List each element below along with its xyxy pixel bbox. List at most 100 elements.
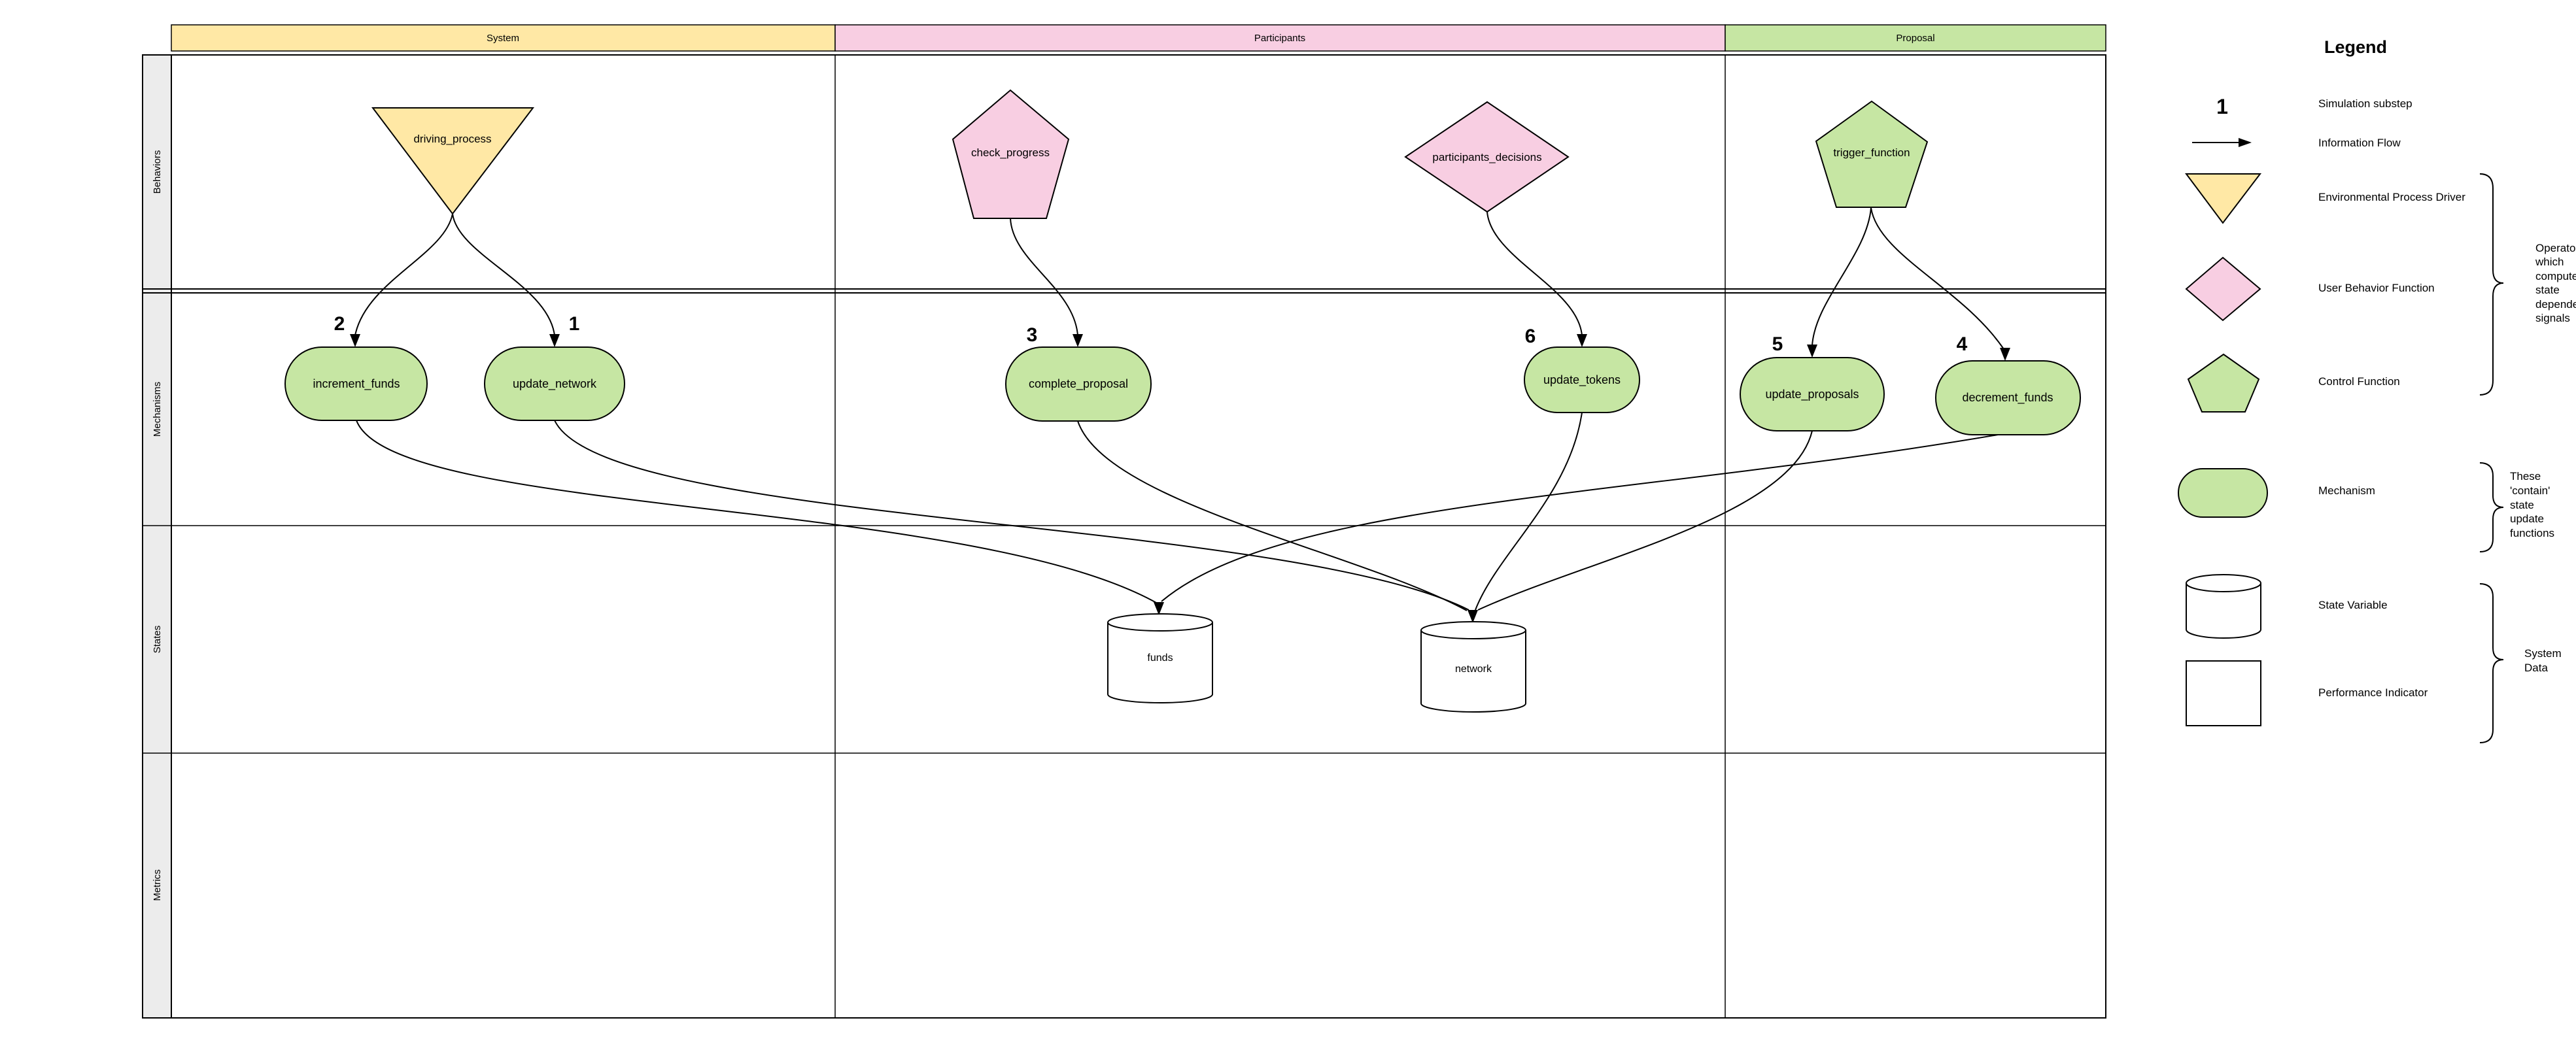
legend-label-performance-indicator: Performance Indicator — [2318, 686, 2428, 699]
substep-update-proposals: 5 — [1772, 333, 1783, 355]
node-update-proposals-label: update_proposals — [1765, 388, 1859, 401]
annotation-line: Data — [2524, 662, 2548, 674]
information-flows — [350, 207, 2010, 623]
flow-driving-process-to-update-network — [452, 213, 555, 336]
row-label-metrics: Metrics — [152, 869, 163, 901]
substep-numbers: 2 1 3 6 5 4 — [334, 313, 1968, 355]
legend-brace-operators — [2479, 173, 2504, 396]
legend-arrowhead-icon — [2239, 138, 2252, 147]
node-participants-decisions — [1404, 101, 1570, 213]
node-driving-process — [371, 107, 535, 215]
node-update-tokens-label: update_tokens — [1543, 373, 1621, 387]
row-label-states: States — [152, 626, 163, 654]
substep-complete-proposal: 3 — [1027, 324, 1038, 346]
legend-label-information-flow: Information Flow — [2318, 137, 2401, 149]
annotation-line: state — [2535, 284, 2560, 296]
column-header-system-label: System — [487, 33, 519, 44]
substep-decrement-funds: 4 — [1957, 333, 1968, 355]
node-decrement-funds — [1935, 360, 2081, 435]
node-increment-funds-label: increment_funds — [313, 377, 400, 391]
substep-update-network: 1 — [569, 313, 580, 335]
legend-rectangle-icon — [2186, 660, 2261, 726]
legend-cylinder-icon-top — [2186, 574, 2261, 592]
annotation-line: which — [2535, 256, 2564, 268]
node-update-proposals — [1740, 357, 1885, 431]
annotation-line: functions — [2510, 527, 2554, 539]
node-decrement-funds-label: decrement_funds — [1962, 391, 2053, 405]
annotation-line: update — [2510, 513, 2544, 525]
legend-diamond-icon — [2185, 256, 2261, 322]
node-network-label: network — [1455, 664, 1492, 675]
mechanism-nodes: increment_funds update_network complete_… — [284, 346, 2081, 435]
node-funds-label: funds — [1147, 652, 1173, 664]
arrowhead-update-proposals — [1807, 345, 1817, 358]
legend-title: Legend — [2324, 37, 2387, 57]
substep-update-tokens: 6 — [1525, 326, 1536, 347]
node-driving-process-label: driving_process — [413, 133, 491, 145]
legend-label-user-behavior-function: User Behavior Function — [2318, 282, 2435, 294]
node-update-tokens — [1524, 346, 1640, 413]
legend-cylinder-icon-body — [2186, 583, 2261, 639]
column-header-proposal — [1725, 24, 2106, 52]
legend-annotation-system-data: System Data — [2524, 647, 2562, 674]
arrowhead-funds — [1154, 602, 1164, 615]
node-funds-top — [1107, 613, 1213, 632]
flow-decrement-funds-to-funds — [1161, 434, 1999, 602]
node-funds-body — [1107, 622, 1213, 703]
state-nodes: funds network — [1107, 613, 1526, 713]
column-header-proposal-label: Proposal — [1896, 33, 1934, 44]
row-label-mechanisms: Mechanisms — [152, 382, 163, 437]
node-update-network-label: update_network — [513, 377, 597, 391]
flow-increment-funds-to-funds — [356, 420, 1158, 604]
node-check-progress-label: check_progress — [971, 146, 1050, 159]
flow-trigger-function-to-decrement-funds — [1870, 207, 2004, 350]
arrowhead-complete-proposal — [1073, 334, 1083, 347]
legend-label-control-function: Control Function — [2318, 375, 2400, 388]
legend-brace-system-data — [2479, 583, 2504, 743]
flow-update-proposals-to-network — [1477, 430, 1813, 611]
substep-increment-funds: 2 — [334, 313, 345, 335]
arrowhead-update-network — [549, 334, 560, 347]
flow-complete-proposal-to-network — [1077, 420, 1468, 611]
column-header-system — [171, 24, 836, 52]
annotation-line: These — [2510, 470, 2541, 482]
node-increment-funds — [284, 346, 428, 421]
legend-inverted-triangle-icon — [2185, 173, 2262, 224]
row-label-behaviors: Behaviors — [152, 150, 163, 194]
flow-trigger-function-to-update-proposals — [1812, 207, 1872, 346]
arrowhead-network — [1468, 610, 1478, 623]
node-update-network — [484, 346, 625, 421]
legend-pentagon-icon — [2187, 353, 2260, 413]
flow-driving-process-to-increment-funds — [354, 213, 453, 336]
node-trigger-function — [1815, 100, 1929, 208]
node-trigger-function-label: trigger_function — [1833, 146, 1910, 159]
annotation-line: dependent — [2535, 298, 2576, 311]
legend-label-simulation-substep: Simulation substep — [2318, 97, 2413, 110]
node-check-progress — [952, 89, 1070, 219]
node-complete-proposal-label: complete_proposal — [1029, 377, 1128, 391]
column-header-participants — [834, 24, 1726, 52]
flow-participants-decisions-to-update-tokens — [1486, 211, 1583, 336]
arrowhead-increment-funds — [350, 334, 360, 347]
arrowhead-update-tokens — [1577, 334, 1587, 347]
node-complete-proposal — [1005, 346, 1152, 422]
annotation-line: System — [2524, 647, 2562, 660]
row-label-column — [142, 54, 172, 1019]
node-network-top — [1420, 621, 1526, 639]
legend-substep-sample: 1 — [2216, 95, 2228, 118]
annotation-line: state — [2510, 499, 2534, 511]
annotation-line: signals — [2535, 312, 2570, 324]
legend-label-mechanism: Mechanism — [2318, 484, 2375, 497]
legend-annotation-operators: Operators which compute state dependent … — [2535, 242, 2576, 324]
flow-update-network-to-network — [554, 420, 1469, 611]
annotation-line: compute — [2535, 270, 2576, 282]
legend: Legend 1 Simulation substep Information … — [2178, 37, 2576, 743]
annotation-line: 'contain' — [2510, 484, 2550, 497]
arrowhead-decrement-funds — [2000, 348, 2010, 361]
flow-update-tokens-to-network — [1475, 412, 1583, 611]
behavior-nodes: driving_process check_progress participa… — [371, 89, 1929, 219]
annotation-line: Operators — [2535, 242, 2576, 254]
swimlane-grid: System Participants Proposal Behaviors M… — [142, 24, 2106, 1019]
